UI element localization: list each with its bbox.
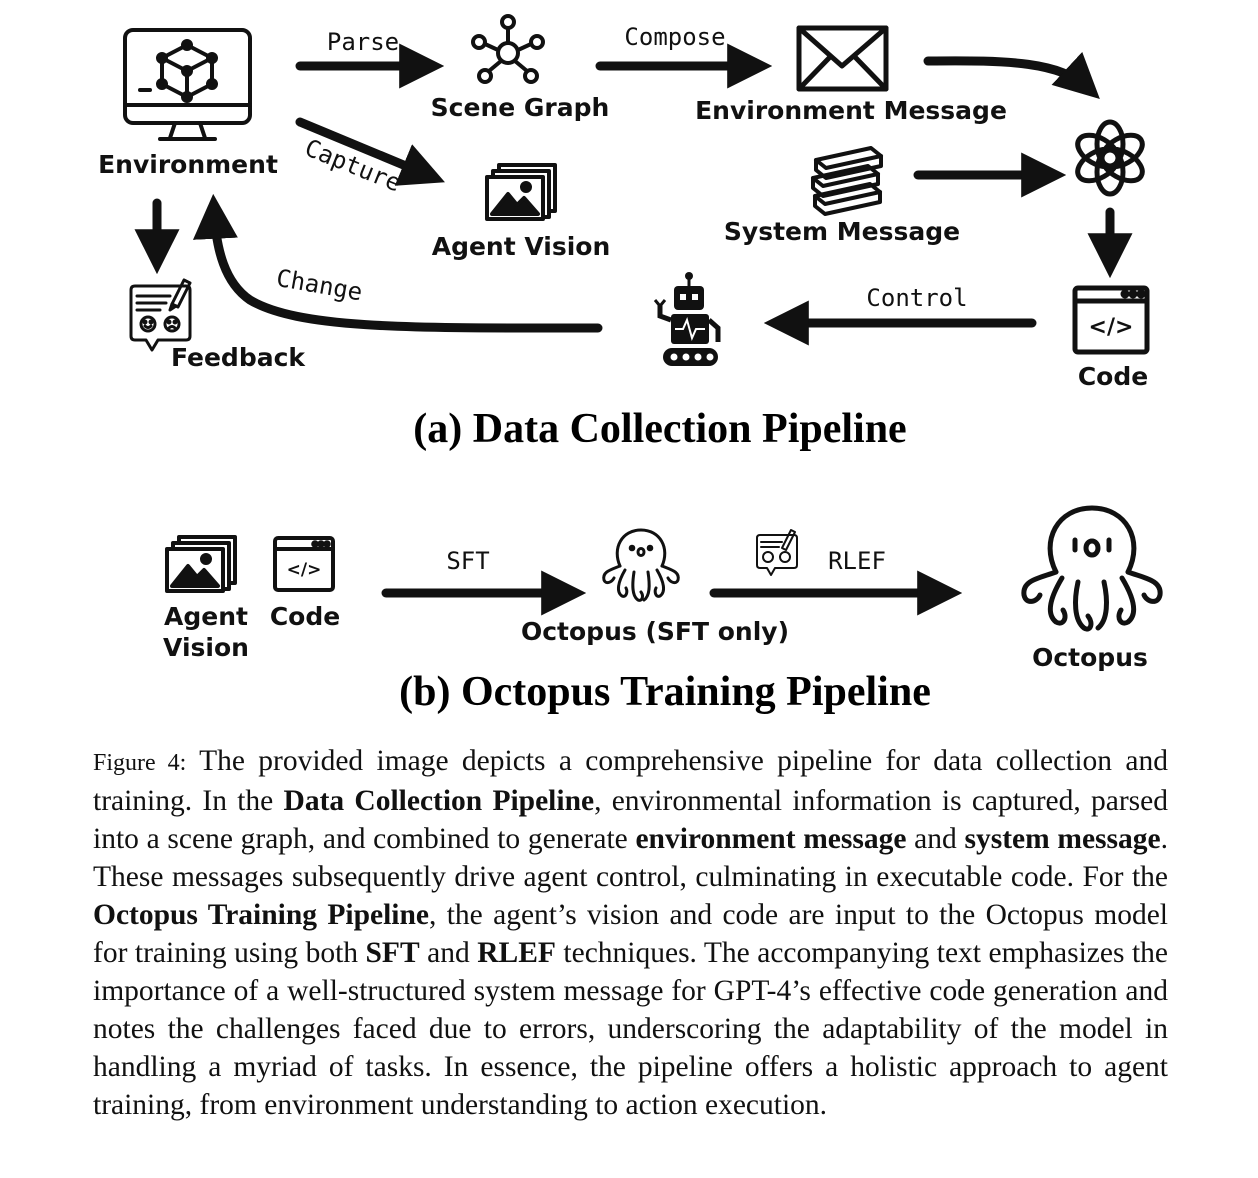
- books-icon: [811, 146, 883, 216]
- agent-vision-label: Agent Vision: [432, 232, 611, 261]
- code-window-icon: [273, 536, 335, 592]
- panel-a-title: (a) Data Collection Pipeline: [413, 406, 906, 452]
- change-arrow: [192, 193, 603, 333]
- code-tag-glyph: </>: [1089, 315, 1134, 340]
- octopus-icon: [1021, 505, 1163, 632]
- control-edge-label: Control: [866, 284, 967, 312]
- feedback-form-icon: [756, 529, 798, 576]
- sft-edge-label: SFT: [446, 547, 489, 575]
- code-label: Code: [1078, 362, 1148, 391]
- robot-icon: [653, 272, 721, 366]
- change-edge-label: Change: [274, 264, 364, 307]
- caption-bold-term: RLEF: [477, 937, 556, 969]
- environment-label: Environment: [98, 150, 278, 179]
- pipeline-figure: Environment Parse Scene Graph Compose En…: [98, 14, 1163, 715]
- graph-icon: [471, 14, 545, 84]
- agent-vision-label-line2: Vision: [163, 633, 249, 662]
- scene-graph-label: Scene Graph: [431, 93, 610, 122]
- octopus-sft-only-label: Octopus (SFT only): [521, 617, 789, 646]
- envelope-icon: [796, 25, 889, 92]
- figure-caption: Figure 4: The provided image depicts a c…: [93, 742, 1168, 1124]
- openai-logo-icon: [1075, 119, 1145, 197]
- rlef-edge-label: RLEF: [828, 547, 886, 575]
- octopus-icon: [602, 528, 680, 602]
- capture-arrow: [295, 117, 445, 186]
- monitor-cube-icon: [123, 28, 252, 141]
- caption-text: , the agent’s vision and code are input …: [93, 899, 1168, 969]
- feedback-label: Feedback: [171, 343, 306, 372]
- compose-edge-label: Compose: [624, 23, 725, 51]
- panel-b-title: (b) Octopus Training Pipeline: [399, 669, 931, 715]
- code-tag-glyph: </>: [287, 560, 322, 580]
- feedback-form-icon: [129, 278, 192, 352]
- caption-text: and: [906, 823, 965, 855]
- parse-edge-label: Parse: [327, 28, 399, 56]
- caption-bold-term: system message: [964, 823, 1161, 855]
- env-message-to-gpt-arrow: [923, 51, 1100, 100]
- caption-text: . These messages subsequently drive agen…: [93, 823, 1168, 893]
- caption-bold-term: SFT: [365, 937, 420, 969]
- caption-text: and: [419, 937, 478, 969]
- code-label: Code: [270, 602, 340, 631]
- system-message-label: System Message: [724, 217, 960, 246]
- images-icon: [165, 535, 237, 593]
- caption-text: , environmental information is captured,…: [93, 785, 1168, 855]
- caption-bold-term: environment message: [635, 823, 907, 855]
- code-window-icon: [1072, 285, 1150, 355]
- environment-message-label: Environment Message: [695, 96, 1007, 125]
- figure-number: Figure 4:: [93, 750, 187, 776]
- caption-bold-term: Data Collection Pipeline: [283, 785, 595, 817]
- octopus-label: Octopus: [1032, 643, 1148, 672]
- caption-text: The provided image depicts a comprehensi…: [93, 745, 1168, 817]
- images-icon: [485, 163, 557, 221]
- caption-bold-term: Octopus Training Pipeline: [93, 899, 429, 931]
- agent-vision-label-line1: Agent: [164, 602, 248, 631]
- caption-text: techniques. The accompanying text emphas…: [93, 937, 1169, 1121]
